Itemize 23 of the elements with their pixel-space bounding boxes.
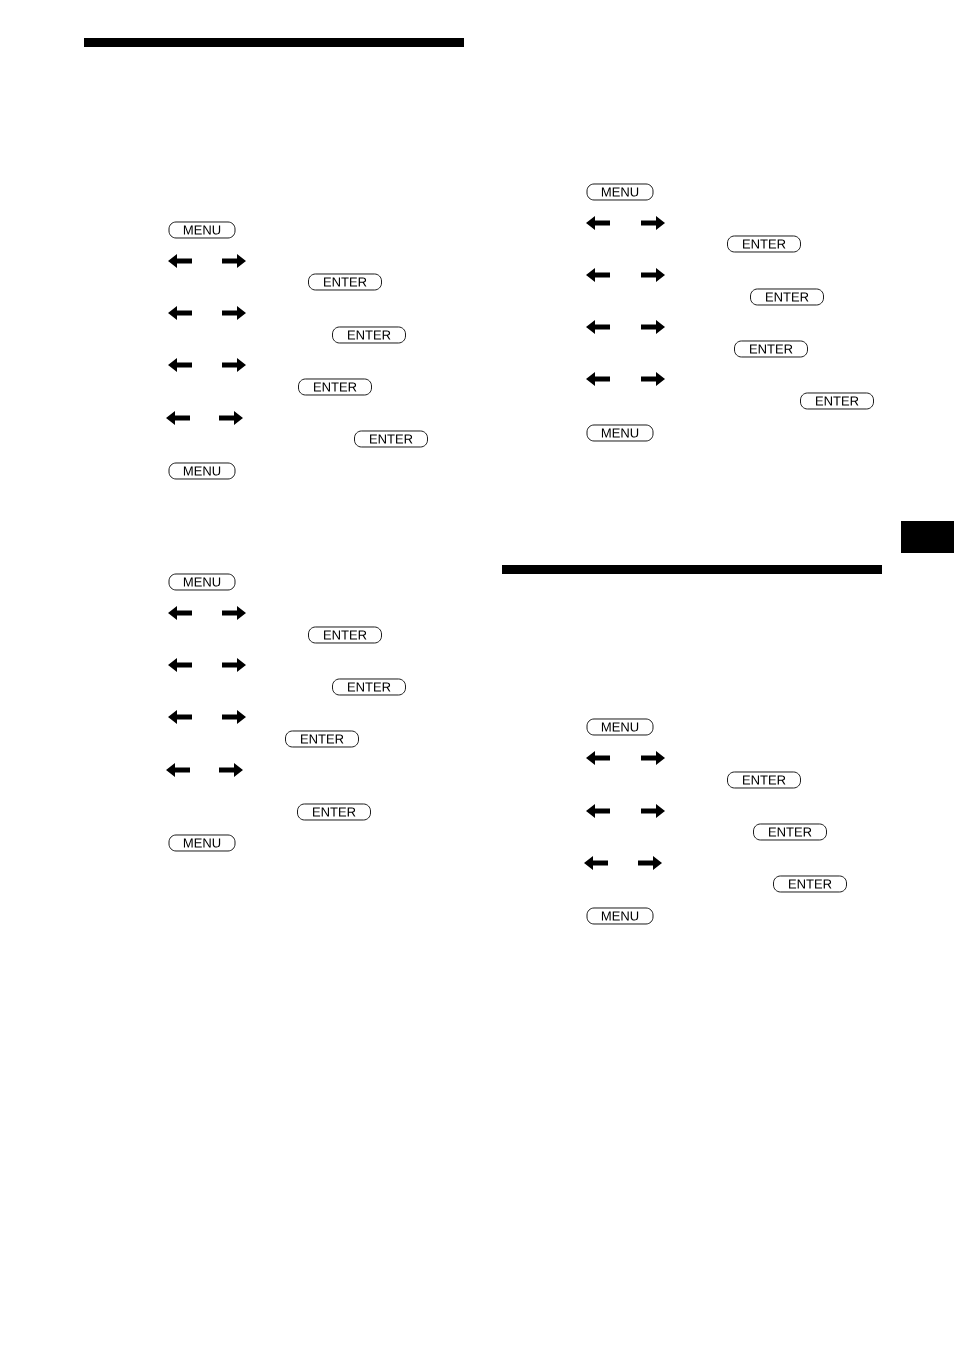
button: ENTER	[308, 626, 382, 644]
button: ENTER	[750, 288, 824, 306]
button: MENU	[168, 462, 236, 480]
button: ENTER	[298, 378, 372, 396]
button: MENU	[168, 221, 236, 239]
button: ENTER	[308, 273, 382, 291]
button: ENTER	[332, 678, 406, 696]
button: ENTER	[727, 771, 801, 789]
button: ENTER	[332, 326, 406, 344]
button: MENU	[586, 424, 654, 442]
button: MENU	[586, 907, 654, 925]
button: MENU	[586, 183, 654, 201]
button: ENTER	[297, 803, 371, 821]
button: ENTER	[773, 875, 847, 893]
button: ENTER	[727, 235, 801, 253]
button: MENU	[168, 573, 236, 591]
button: ENTER	[734, 340, 808, 358]
button: ENTER	[753, 823, 827, 841]
button: ENTER	[354, 430, 428, 448]
button: MENU	[168, 834, 236, 852]
button: ENTER	[800, 392, 874, 410]
button: ENTER	[285, 730, 359, 748]
button: MENU	[586, 718, 654, 736]
